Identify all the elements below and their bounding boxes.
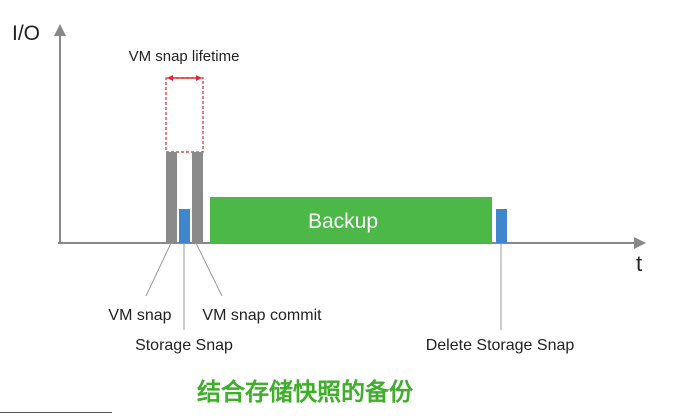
- y-axis-arrow-icon: [54, 24, 66, 36]
- y-axis-label: I/O: [12, 22, 40, 45]
- delete-storage-snap-label: Delete Storage Snap: [426, 337, 575, 354]
- vm-snap-leader: [145, 242, 172, 297]
- storage-snap-bar: [179, 209, 190, 243]
- vm-snap-commit-label: VM snap commit: [202, 307, 322, 324]
- vm-snap-label: VM snap: [108, 307, 171, 324]
- lifetime-arrow-right-icon: [196, 75, 202, 81]
- figure-caption: 结合存储快照的备份: [197, 378, 413, 406]
- lifetime-label: VM snap lifetime: [129, 48, 240, 65]
- delete-storage-snap-bar: [496, 209, 507, 243]
- x-axis-label: t: [636, 251, 642, 276]
- storage-snap-label: Storage Snap: [135, 337, 233, 354]
- vm-snap-commit-bar: [192, 152, 203, 243]
- backup-bar: [210, 197, 492, 243]
- footer-divider: [0, 412, 112, 413]
- lifetime-marker-box: [165, 77, 204, 153]
- vm-snap-commit-leader: [195, 242, 223, 297]
- backup-label: Backup: [308, 210, 378, 233]
- vm-snap-bar: [166, 152, 177, 243]
- x-axis-arrow-icon: [634, 237, 646, 249]
- lifetime-arrow-left-icon: [167, 75, 173, 81]
